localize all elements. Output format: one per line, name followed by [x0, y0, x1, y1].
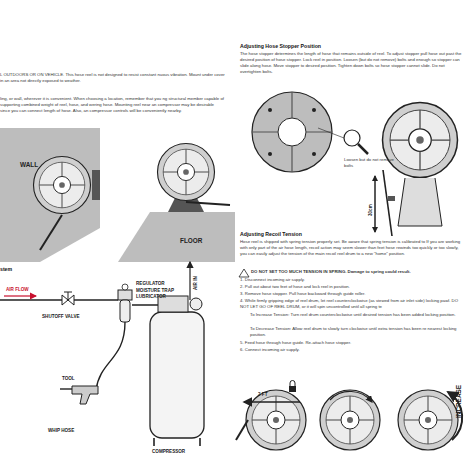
dimension-label: 30cm — [368, 204, 375, 216]
floor-mount-scene-part — [158, 144, 215, 201]
section-heading: Adjusting Recoil Tension — [240, 231, 302, 238]
hose-stopper-illustration-part — [388, 196, 395, 201]
hose-stopper-illustration-part — [252, 92, 332, 172]
part-label: SHUTOFF VALVE — [42, 314, 80, 321]
part-label: WALL — [20, 160, 38, 169]
hose-stopper-illustration-part — [318, 128, 344, 138]
recoil-tension-illustration-part — [239, 269, 249, 277]
recoil-tension-illustration-part — [320, 390, 380, 450]
step-text: To Decrease Tension: Allow reel drum to … — [250, 326, 462, 338]
recoil-tension-illustration-part — [290, 381, 295, 387]
hose-stopper-illustration-part — [358, 144, 368, 154]
air-system-schematic-part — [64, 292, 72, 300]
air-system-schematic-part — [4, 295, 36, 296]
hose-stopper-illustration-part — [268, 108, 272, 112]
air-system-schematic-part — [0, 299, 118, 300]
air-system-schematic-part — [72, 386, 98, 404]
recoil-tension-illustration-part — [236, 420, 248, 440]
part-label: COMPRESSOR — [152, 449, 185, 456]
part-label: FLOOR — [180, 236, 202, 245]
hose-stopper-illustration-part — [268, 152, 272, 156]
hose-stopper-illustration-part — [312, 152, 316, 156]
wall-mount-scene-part — [40, 215, 62, 250]
air-system-schematic-part — [96, 322, 125, 390]
recoil-tension-illustration-part — [289, 386, 296, 392]
hose-stopper-illustration-part — [383, 103, 458, 178]
hose-stopper-illustration-part — [344, 130, 360, 146]
step-text: 4. While firmly gripping edge of reel dr… — [240, 298, 462, 310]
hose-stopper-illustration — [252, 92, 458, 236]
hose-stopper-illustration-part — [312, 108, 316, 112]
air-system-schematic-part — [190, 298, 202, 310]
hose-stopper-illustration-part — [383, 170, 392, 236]
hose-stopper-illustration-part — [398, 178, 442, 226]
recoil-tension-illustration-part — [244, 401, 300, 403]
part-label: REGULATOR MOISTURE TRAP LUBRICATOR — [136, 281, 178, 301]
dimension-label: 2 FT — [258, 392, 267, 399]
recoil-tension-illustration-part — [330, 391, 372, 402]
step-text: 1. Disconnect incoming air supply. — [240, 277, 462, 283]
callout-label: Loosen but do not remove bolts — [344, 157, 404, 169]
step-text: 5. Feed hose through hose guide. Re-atta… — [240, 340, 462, 346]
flow-label: AIR FLOW — [6, 287, 29, 294]
floor-mount-scene-part — [186, 202, 230, 205]
step-text: 6. Connect incoming air supply. — [240, 347, 462, 353]
hose-stopper-illustration-part — [252, 92, 332, 172]
wall-mount-scene-part — [0, 128, 100, 262]
floor-mount-scene — [118, 144, 235, 263]
section-heading: stem — [0, 266, 12, 273]
note-text: The hose stopper determines the length o… — [240, 51, 462, 75]
air-system-schematic-part — [189, 262, 190, 300]
note-text: Hose reel is shipped with spring tension… — [240, 239, 462, 257]
recoil-tension-illustration-part — [246, 390, 306, 450]
flow-label: AIR IN — [193, 276, 200, 290]
air-system-schematic-part — [118, 290, 132, 300]
note-text: L OUTDOORS OR ON VEHICLE. This hose reel… — [0, 72, 225, 84]
air-system-schematic — [0, 262, 204, 446]
wall-mount-scene-part — [92, 170, 100, 200]
air-system-schematic-part — [120, 300, 130, 322]
hose-stopper-illustration-part — [375, 176, 376, 232]
wall-mount-scene-part — [34, 157, 91, 214]
section-heading: Adjusting Hose Stopper Position — [240, 43, 321, 50]
step-text: 2. Pull out about two feet of hose and l… — [240, 284, 462, 290]
recoil-tension-illustration-part — [398, 390, 458, 450]
part-label: TOOL — [62, 376, 75, 383]
direction-label: INCREASE — [454, 385, 463, 418]
recoil-tension-illustration — [236, 269, 462, 450]
warning-text: DO NOT SET TOO MUCH TENSION IN SPRING. D… — [251, 269, 463, 275]
floor-mount-scene-part — [118, 212, 235, 262]
step-text: To Increase Tension: Turn reel drum coun… — [250, 312, 462, 318]
air-system-schematic-part — [154, 438, 200, 446]
wall-mount-scene — [0, 128, 100, 262]
air-system-schematic-part — [150, 312, 204, 438]
hose-stopper-illustration-part — [375, 176, 376, 232]
hose-stopper-illustration-part — [278, 118, 306, 146]
air-system-schematic-part — [60, 388, 72, 389]
step-text: 3. Remove hose stopper. Pull hose backwa… — [240, 291, 462, 297]
note-text: ling, or wall, wherever it is convenient… — [0, 96, 225, 114]
air-system-schematic-part — [122, 284, 128, 290]
part-label: WHIP HOSE — [48, 428, 74, 435]
